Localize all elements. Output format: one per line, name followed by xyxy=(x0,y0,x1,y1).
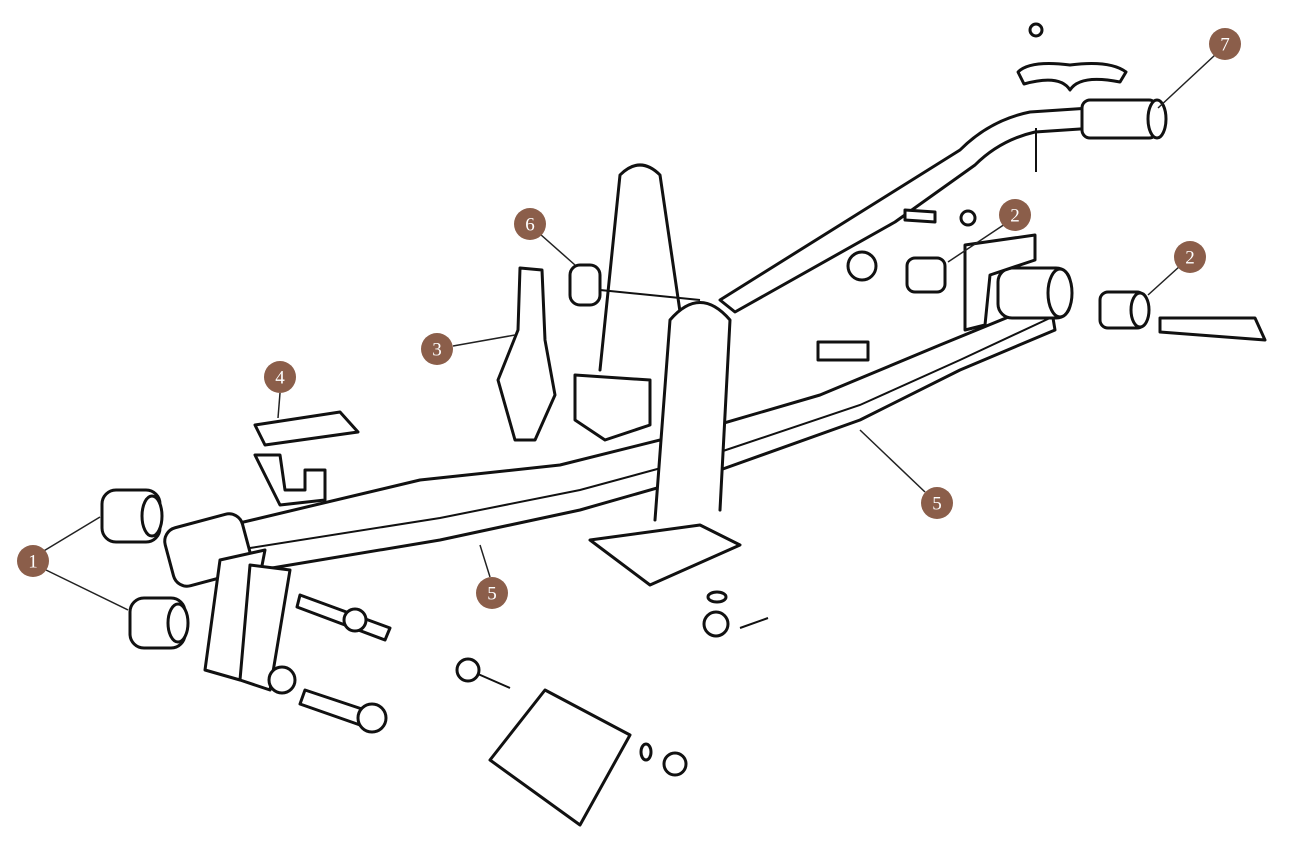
callout-6: 6 xyxy=(514,208,546,240)
bushings-2 xyxy=(846,208,1267,342)
callout-1: 1 xyxy=(17,545,49,577)
svg-text:5: 5 xyxy=(932,494,942,515)
callout-3: 3 xyxy=(421,333,453,365)
callout-2a: 2 xyxy=(999,199,1031,231)
svg-text:7: 7 xyxy=(1220,35,1230,56)
svg-text:3: 3 xyxy=(432,340,442,361)
bushings xyxy=(100,488,190,650)
callout-2b: 2 xyxy=(1174,241,1206,273)
u-bolts xyxy=(568,163,870,587)
callout-4: 4 xyxy=(264,361,296,393)
svg-text:4: 4 xyxy=(275,368,285,389)
callout-5a: 5 xyxy=(921,487,953,519)
svg-text:2: 2 xyxy=(1010,206,1020,227)
clamp-plate xyxy=(488,688,632,827)
leader-lines xyxy=(41,54,1216,611)
svg-text:1: 1 xyxy=(28,552,38,573)
svg-text:6: 6 xyxy=(525,215,535,236)
shackle xyxy=(203,548,292,692)
callout-5b: 5 xyxy=(476,577,508,609)
spring-pad xyxy=(253,410,360,507)
svg-text:5: 5 xyxy=(487,584,497,605)
fasteners xyxy=(267,590,769,777)
wedge xyxy=(496,266,557,442)
callout-7: 7 xyxy=(1209,28,1241,60)
svg-text:2: 2 xyxy=(1185,248,1195,269)
